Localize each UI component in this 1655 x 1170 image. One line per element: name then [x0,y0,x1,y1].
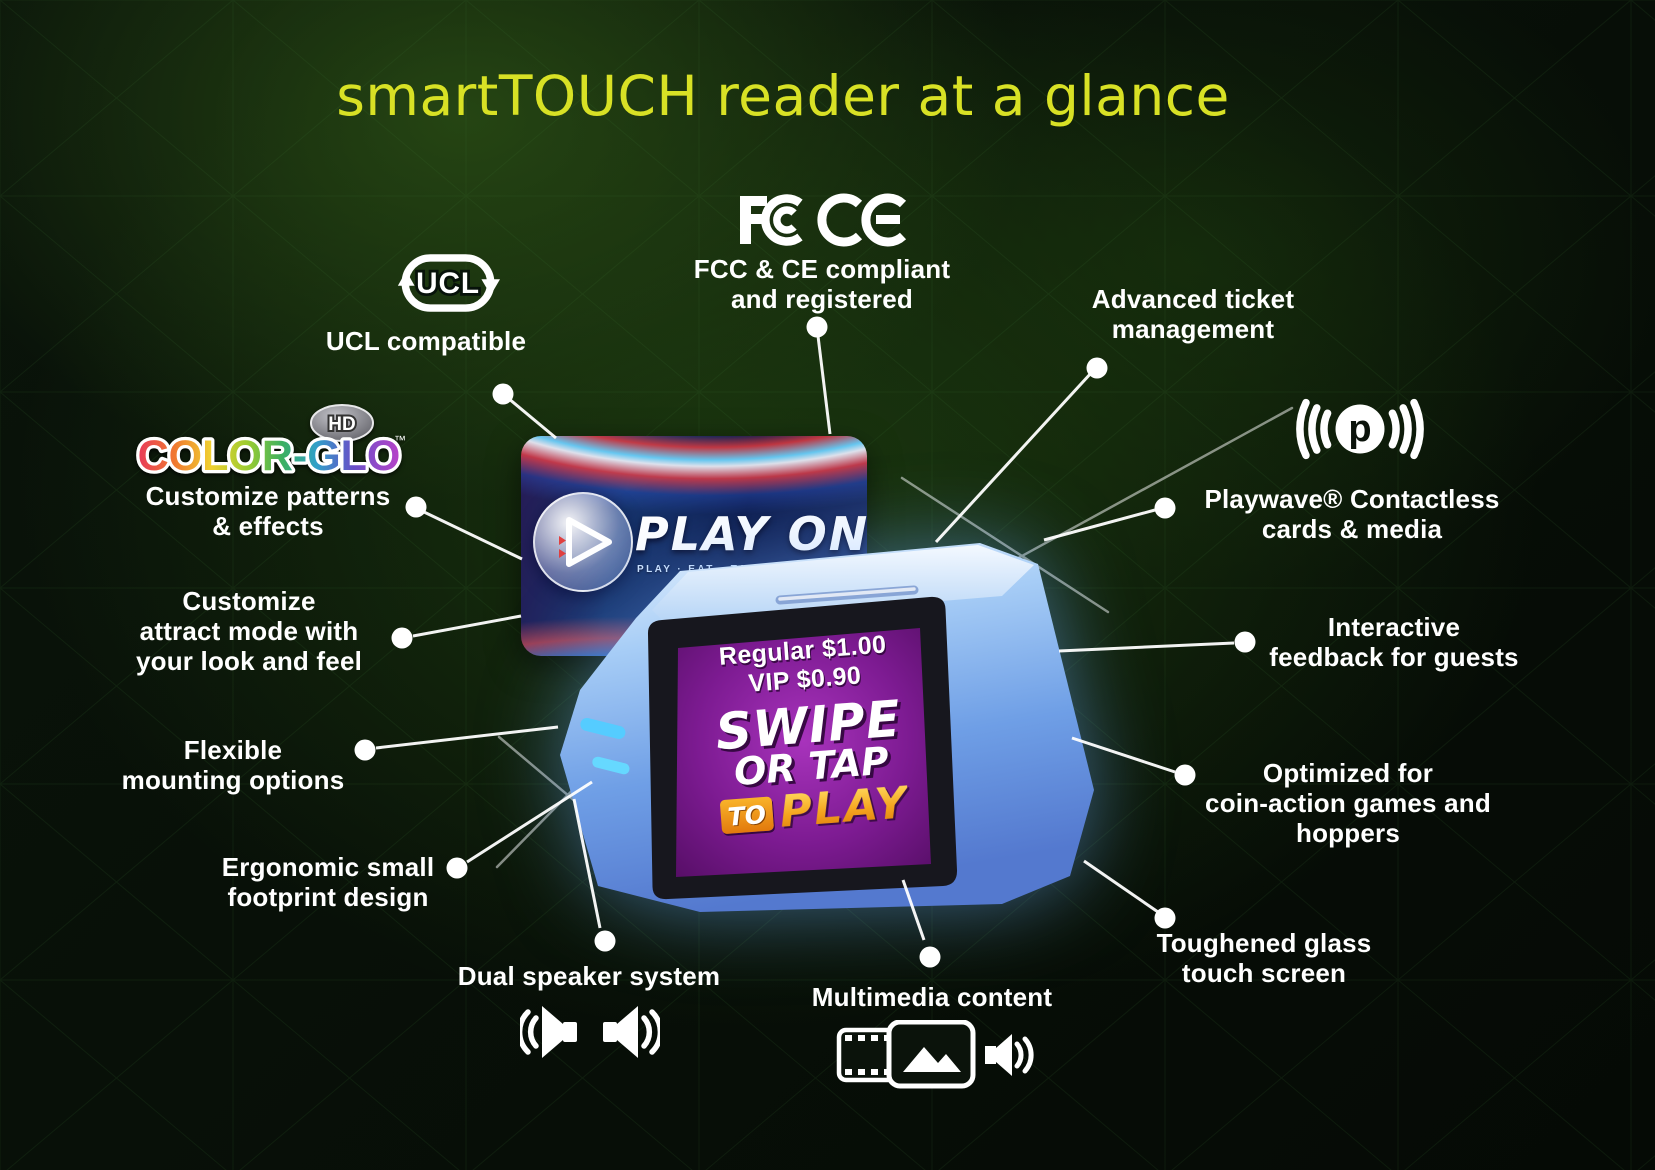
svg-text:HD: HD [328,414,355,435]
label-toughened-glass: Toughened glass touch screen [1156,928,1372,988]
connector-attract [412,614,522,638]
led-bar-icon [592,756,630,775]
label-customize-attract: Customize attract mode with your look an… [135,586,363,676]
svg-text:UCL: UCL [416,267,480,300]
connector-dot [405,496,427,518]
connector-dot [446,857,468,879]
card-slot-highlight [778,587,916,601]
label-ucl-compatible: UCL compatible [325,326,527,356]
connector-color-glo [423,510,523,561]
connector-advanced-ticket [934,370,1094,544]
label-color-glo: Customize patterns & effects [145,481,391,541]
svg-text:p: p [1348,408,1371,450]
connector-multimedia [901,879,926,941]
dual-speaker-icons [520,1006,660,1058]
connector-dot [492,383,514,405]
connector-fcc [816,335,832,435]
connector-dot [1174,764,1196,786]
connector-flexible [375,725,559,750]
connector-dot [391,627,413,649]
svg-text:COLOR-GLO: COLOR-GLO [138,432,401,480]
card-title: PLAY ON [635,507,867,561]
play-button-icon [533,492,633,592]
playwave-logo-icon: p [1296,398,1424,460]
color-glo-logo-icon: HD COLOR-GLO ™ [136,404,406,483]
ce-logo [817,193,863,247]
label-advanced-ticket: Advanced ticket management [1091,284,1295,344]
led-bar-icon [580,717,626,739]
connector-dot [354,739,376,761]
connector-dot [594,930,616,952]
device-top-face [652,545,1034,624]
label-optimized-coin: Optimized for coin-action games and hopp… [1205,758,1491,848]
trademark-symbol: ™ [394,433,406,447]
film-photo-speaker-icons [836,1020,1034,1089]
connector-dot [806,316,828,338]
connector-dot [1154,497,1176,519]
connector-interactive [1058,641,1235,653]
connector-dual-speaker [572,798,602,929]
speaker-left-icon [520,1006,577,1058]
label-dual-speaker: Dual speaker system [457,961,721,991]
connector-ucl [507,396,557,440]
speaker-right-icon [603,1006,660,1058]
connector-optimized [1071,736,1176,774]
fcc-logo [761,194,803,246]
ucl-logo-icon: UCL [397,254,500,312]
connector-playwave [1043,508,1156,542]
connector-dot [1154,907,1176,929]
label-flexible-mounting: Flexible mounting options [121,735,345,795]
label-interactive-feedback: Interactive feedback for guests [1269,612,1519,672]
page-title: smartTOUCH reader at a glance [336,64,1230,128]
label-multimedia: Multimedia content [811,982,1053,1012]
speaker-icon [985,1034,1034,1076]
label-fcc-ce: FCC & CE compliant and registered [693,254,951,314]
connector-dot [919,946,941,968]
hd-badge [310,404,374,442]
label-ergonomic: Ergonomic small footprint design [221,852,435,912]
label-playwave: Playwave® Contactless cards & media [1204,484,1500,544]
connector-dot [1234,631,1256,653]
connector-dot [1086,357,1108,379]
connector-toughened [1083,859,1159,914]
connector-ergonomic [466,780,593,864]
photo-icon [886,1020,976,1089]
fcc-ce-logos-icon [740,193,907,247]
